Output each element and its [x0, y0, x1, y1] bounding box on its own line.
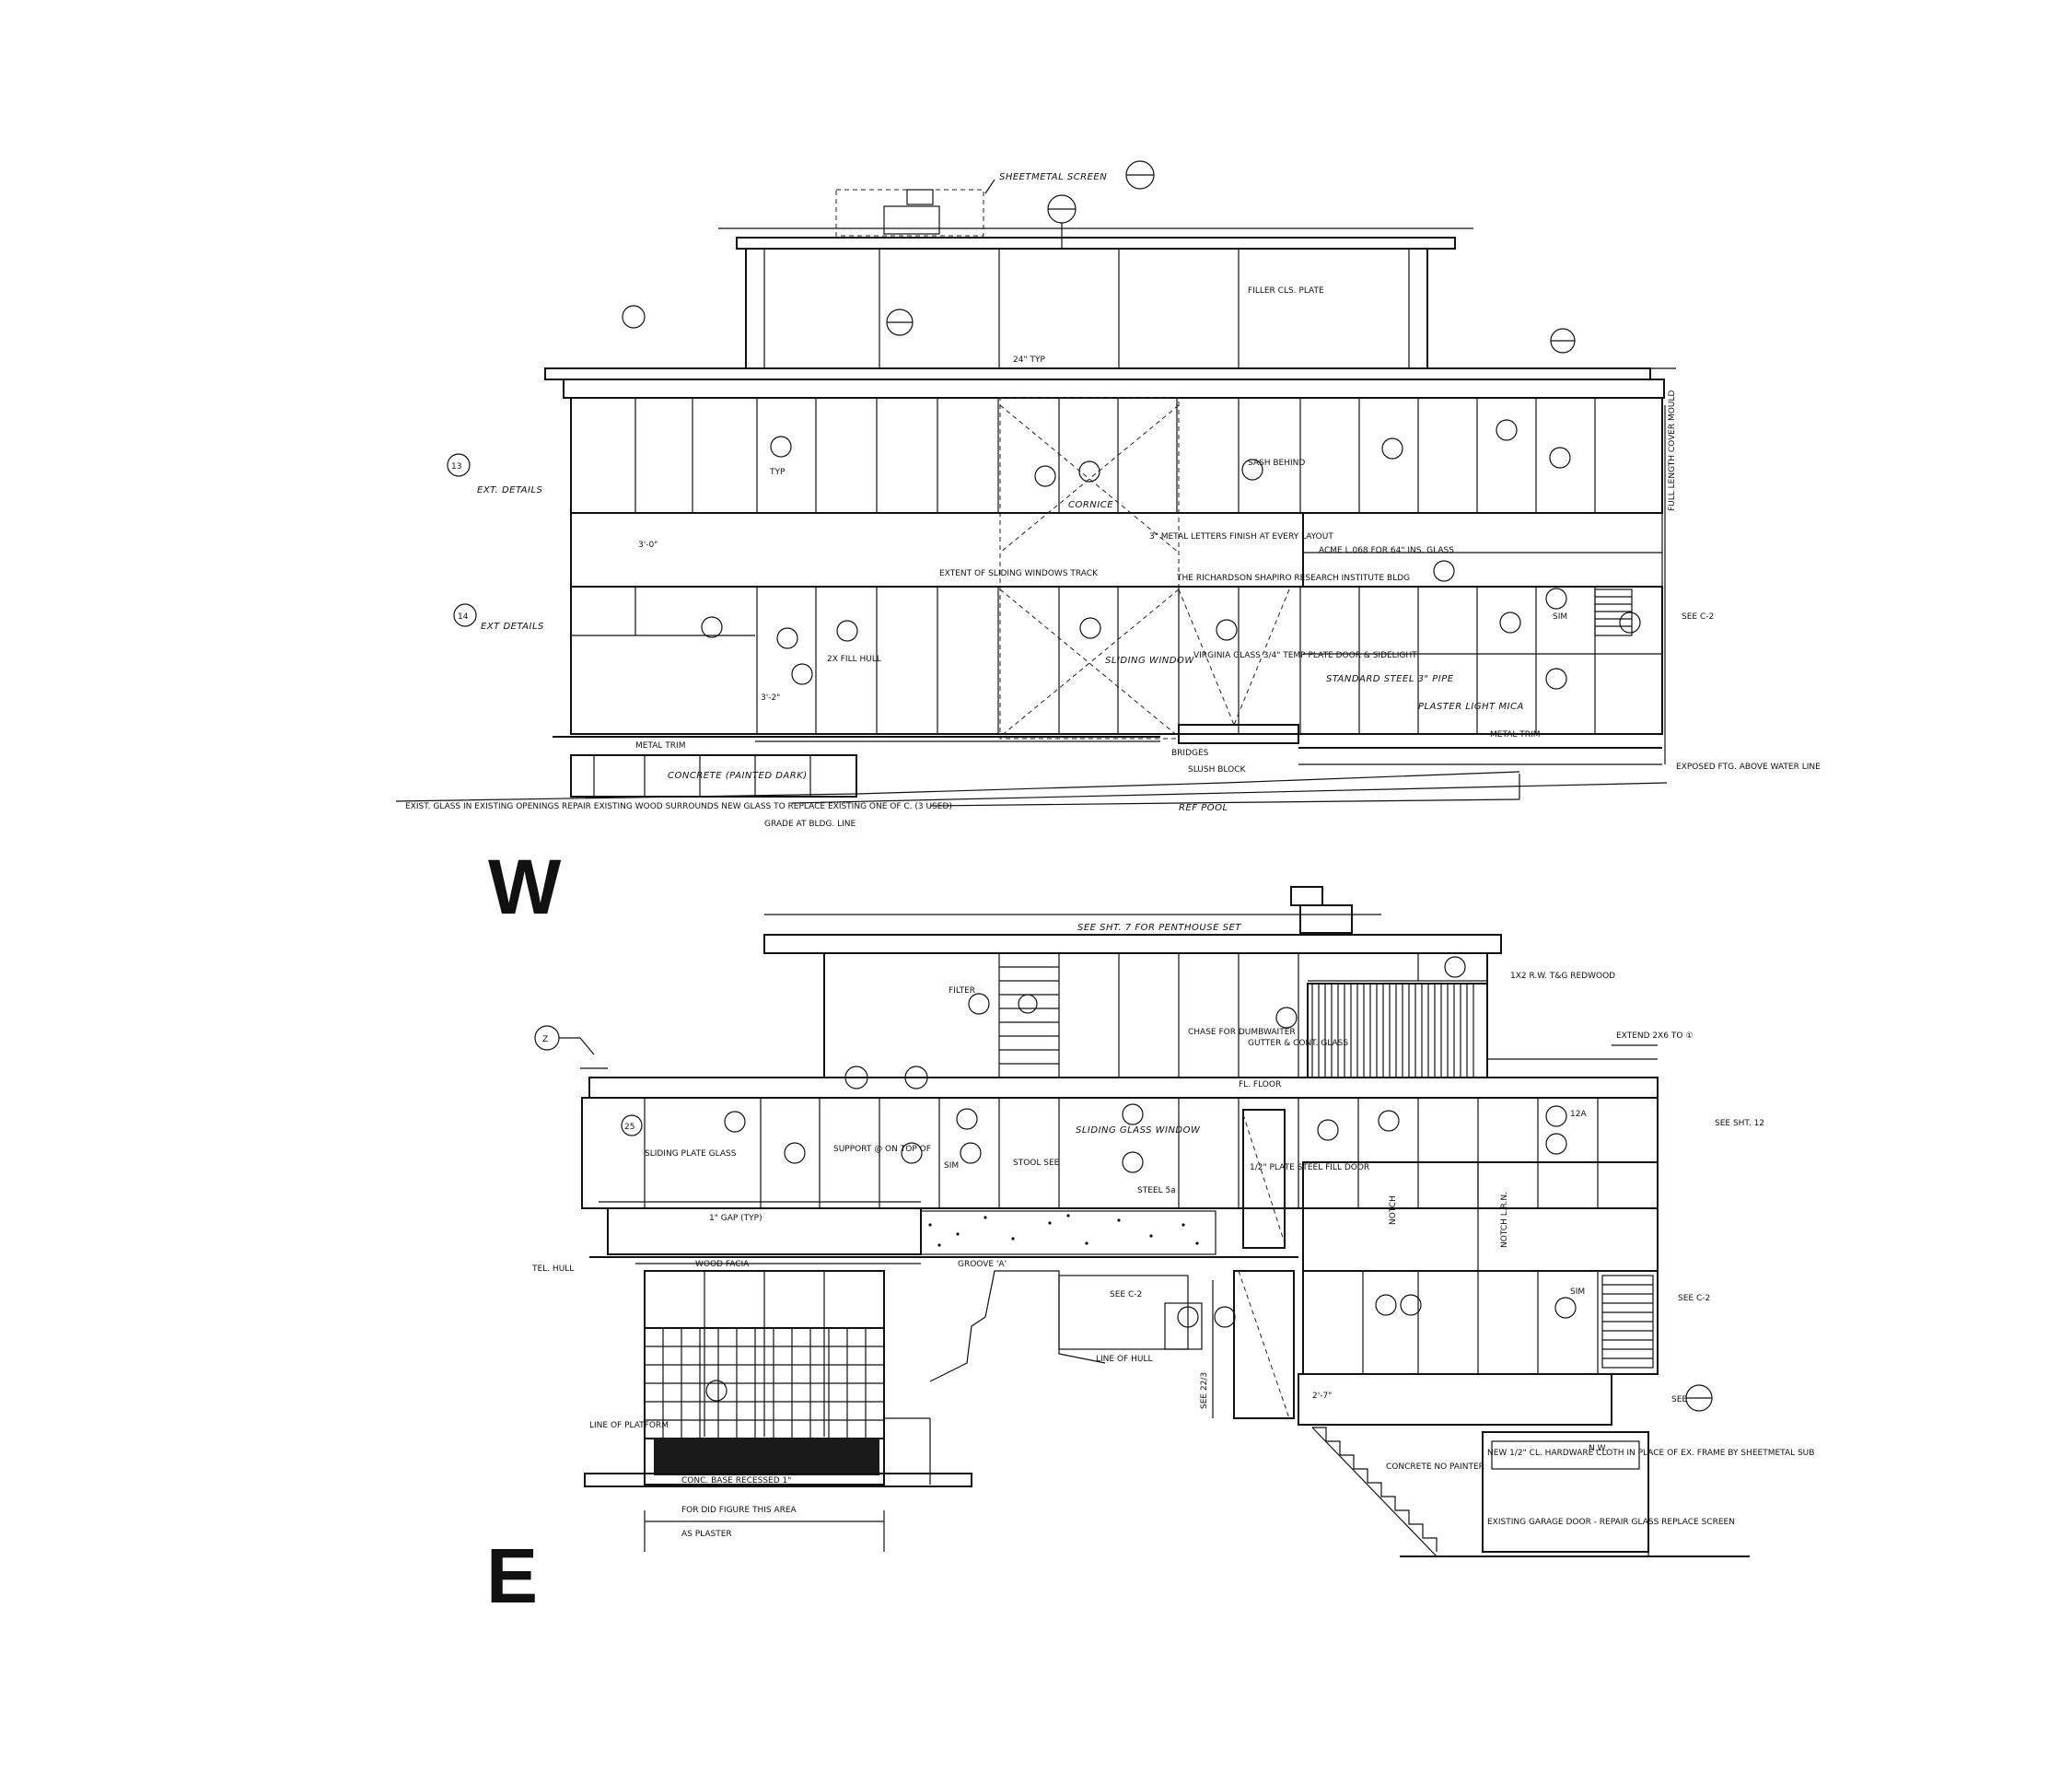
note-sliding-plate: SLIDING PLATE GLASS — [645, 1149, 737, 1159]
east-roof-slab — [588, 1077, 1659, 1099]
east-lower-spandrel — [1298, 1373, 1612, 1426]
note-wood-facia: WOOD FACIA — [695, 1260, 750, 1269]
note-1-gap: 1" GAP (TYP) — [709, 1214, 762, 1223]
note-virginia-glass: VIRGINIA GLASS 3/4" TEMP PLATE DOOR & SI… — [1193, 651, 1417, 660]
dim-3-2: 3'-2" — [761, 693, 780, 703]
note-plate-steel: 1/2" PLATE STEEL FILL DOOR — [1250, 1163, 1369, 1172]
note-see-sht-12: SEE SHT. 12 — [1715, 1119, 1764, 1128]
note-concrete-no-painter: CONCRETE NO PAINTER — [1386, 1462, 1484, 1472]
note-concrete-painted: CONCRETE (PAINTED DARK) — [668, 771, 808, 781]
note-new-hardware-cloth: NEW 1/2" CL. HARDWARE CLOTH IN PLACE OF … — [1487, 1449, 1814, 1458]
note-conc-base: CONC. BASE RECESSED 1" — [681, 1476, 791, 1486]
note-24-typ: 24" TYP — [1013, 355, 1045, 365]
concrete-stairs — [1312, 1427, 1438, 1552]
note-ext-details-1: EXT. DETAILS — [477, 485, 543, 495]
note-gutter: GUTTER & CONT. GLASS — [1248, 1039, 1348, 1048]
note-1x2-rw: 1X2 R.W. T&G REDWOOD — [1510, 972, 1615, 981]
note-extend: EXTEND 2X6 TO ① — [1616, 1031, 1693, 1041]
note-12a: 12A — [1570, 1110, 1587, 1119]
note-sim-east: SIM — [1570, 1287, 1585, 1297]
note-filler-plate: FILLER CLS. PLATE — [1248, 286, 1324, 296]
east-base-slab — [584, 1473, 972, 1487]
note-steel-5a: STEEL 5a — [1137, 1186, 1176, 1195]
note-ref-pool: REF POOL — [1179, 803, 1228, 813]
note-bridges: BRIDGES — [1171, 749, 1209, 758]
note-line-of-platform: LINE OF PLATFORM — [589, 1421, 669, 1430]
tag-25: 25 — [624, 1123, 634, 1132]
chimney — [1290, 886, 1323, 906]
note-stool: STOOL SEE — [1013, 1159, 1060, 1168]
note-2x-fill: 2X FILL HULL — [827, 655, 881, 664]
east-detail-tags: Z 25 — [534, 956, 1713, 1412]
note-slush-block: SLUSH BLOCK — [1188, 765, 1246, 775]
note-exposed-ftg: EXPOSED FTG. ABOVE WATER LINE — [1676, 763, 1821, 772]
note-penthouse: SEE SHT. 7 FOR PENTHOUSE SET — [1077, 923, 1241, 933]
west-elevation: SHEETMETAL SCREEN FILLER CLS. PLATE — [395, 160, 1821, 930]
note-sheetmetal-screen: SHEETMETAL SCREEN — [999, 172, 1107, 182]
note-tel-hull: TEL. HULL — [531, 1264, 574, 1274]
dim-3-0: 3'-0" — [638, 541, 658, 550]
penthouse-body — [745, 248, 1428, 369]
note-ext-details-2: EXT DETAILS — [481, 622, 544, 632]
dark-planting-base — [654, 1439, 879, 1475]
west-elevation-letter: W — [488, 844, 562, 930]
note-see-c2-east-1: SEE C-2 — [1110, 1290, 1142, 1299]
note-richardson: THE RICHARDSON SHAPIRO RESEARCH INSTITUT… — [1176, 574, 1410, 583]
note-extent-sliding: EXTENT OF SLIDING WINDOWS TRACK — [939, 569, 1099, 578]
west-door-threshold — [1178, 724, 1299, 744]
note-see-c2: SEE C-2 — [1682, 612, 1714, 622]
note-groove-a: GROOVE 'A' — [958, 1260, 1007, 1269]
note-see-22-3: SEE 22/3 — [1200, 1372, 1209, 1409]
tag-14: 14 — [458, 612, 469, 622]
note-for-did-figure: FOR DID FIGURE THIS AREA — [681, 1506, 797, 1515]
note-chase: CHASE FOR DUMBWAITER — [1188, 1028, 1296, 1037]
upper-mullions — [634, 398, 1596, 513]
note-metal-trim: METAL TRIM — [635, 741, 685, 751]
sheetmetal-screen-outline — [835, 189, 984, 237]
west-upper-window-wall — [570, 397, 1663, 514]
tag-z: Z — [542, 1035, 548, 1044]
note-sash-behind: SASH BEHIND — [1248, 459, 1305, 468]
note-metal-trim-2: METAL TRIM — [1490, 730, 1540, 740]
note-glass-existing: EXIST. GLASS IN EXISTING OPENINGS REPAIR… — [405, 802, 952, 811]
east-plaster-panel — [1302, 1161, 1659, 1272]
note-plaster-mica: PLASTER LIGHT MICA — [1418, 702, 1524, 712]
note-cornice: CORNICE — [1068, 500, 1113, 510]
note-metal-letters: 3" METAL LETTERS FINISH AT EVERY LAYOUT — [1149, 532, 1333, 542]
note-nw: N.W. — [1589, 1444, 1607, 1453]
note-sim-west: SIM — [1553, 612, 1567, 622]
west-detail-tags: 13 14 — [447, 305, 1641, 690]
tag-13: 13 — [451, 462, 461, 472]
note-notch: NOTCH — [1389, 1195, 1398, 1225]
dim-2-7: 2'-7" — [1312, 1392, 1332, 1401]
note-sliding-glass-window: SLIDING GLASS WINDOW — [1076, 1125, 1201, 1136]
note-steel-pipe: STANDARD STEEL 3" PIPE — [1326, 674, 1454, 684]
east-penthouse — [823, 952, 1488, 1078]
note-see-c2-east-2: SEE C-2 — [1678, 1294, 1710, 1303]
note-existing-garage: EXISTING GARAGE DOOR - REPAIR GLASS REPL… — [1487, 1518, 1735, 1527]
note-notch-lrn: NOTCH L.R.N. — [1500, 1192, 1509, 1248]
note-grade: GRADE AT BLDG. LINE — [764, 820, 856, 829]
note-support: SUPPORT @ ON TOP OF — [833, 1145, 931, 1154]
lower-mullions — [634, 587, 1596, 734]
note-full-length: FULL LENGTH COVER MOULD — [1668, 390, 1677, 511]
east-elevation-letter: E — [486, 1532, 538, 1619]
east-upper-window-wall — [581, 1097, 1659, 1209]
note-sliding-window: SLIDING WINDOW — [1105, 656, 1194, 666]
note-sim-east-2: SIM — [944, 1161, 959, 1171]
west-lower-window-wall — [570, 586, 1663, 735]
note-line-of-hull: LINE OF HULL — [1096, 1355, 1152, 1364]
note-fl-floor: FL. FLOOR — [1239, 1080, 1281, 1089]
note-see-ref: SEE — [1671, 1395, 1687, 1404]
roof-fascia — [563, 379, 1665, 399]
note-typ: TYP — [769, 468, 786, 477]
east-balcony-rail — [607, 1207, 922, 1255]
note-acme: ACME L.068 FOR 64" INS. GLASS — [1319, 546, 1454, 555]
east-elevation: SEE SHT. 7 FOR PENTHOUSE SET — [486, 886, 1814, 1619]
note-filter: FILTER — [949, 986, 975, 996]
note-as-plaster: AS PLASTER — [681, 1530, 732, 1539]
